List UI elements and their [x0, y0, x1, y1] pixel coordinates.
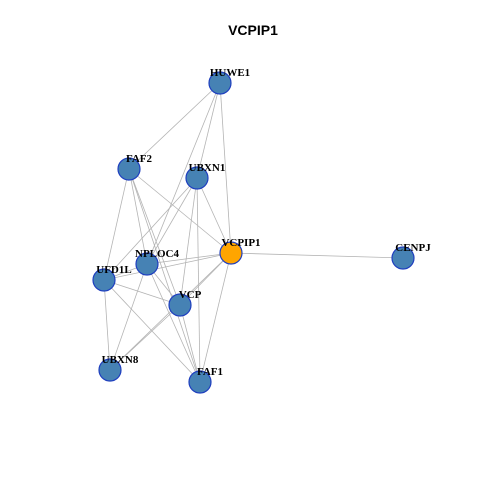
edge-faf2-faf1 — [128, 168, 201, 383]
node-label-cenpj: CENPJ — [395, 242, 431, 254]
node-label-faf1: FAF1 — [197, 366, 223, 378]
node-label-vcp: VCP — [179, 289, 202, 301]
edge-huwe1-nploc4 — [146, 82, 221, 265]
graph-title: VCPIP1 — [228, 22, 278, 38]
edge-vcpip1-faf1 — [199, 252, 232, 383]
node-huwe1[interactable] — [208, 71, 232, 95]
edge-faf2-vcp — [128, 168, 181, 306]
edge-ubxn1-vcp — [179, 177, 198, 306]
node-ufd1l[interactable] — [92, 268, 116, 292]
node-label-ubxn8: UBXN8 — [102, 354, 139, 366]
node-label-ufd1l: UFD1L — [96, 264, 131, 276]
node-label-huwe1: HUWE1 — [210, 67, 250, 79]
node-vcpip1[interactable] — [219, 241, 243, 265]
edge-vcpip1-cenpj — [230, 252, 404, 259]
node-label-vcpip1: VCPIP1 — [221, 237, 260, 249]
edge-vcpip1-ufd1l — [103, 252, 232, 281]
edge-vcp-faf1 — [179, 304, 201, 383]
node-faf2[interactable] — [117, 157, 141, 181]
edge-vcpip1-nploc4 — [146, 252, 232, 265]
node-label-ubxn1: UBXN1 — [189, 162, 226, 174]
node-layer — [92, 71, 415, 394]
edge-faf2-ufd1l — [103, 168, 130, 281]
edge-vcp-ubxn8 — [109, 304, 181, 371]
edge-ubxn1-nploc4 — [146, 177, 198, 265]
edge-faf2-nploc4 — [128, 168, 148, 265]
node-cenpj[interactable] — [391, 246, 415, 270]
node-faf1[interactable] — [188, 370, 212, 394]
node-vcp[interactable] — [168, 293, 192, 317]
node-ubxn1[interactable] — [185, 166, 209, 190]
node-label-faf2: FAF2 — [126, 153, 153, 165]
edge-layer — [103, 82, 404, 383]
edge-nploc4-faf1 — [146, 263, 201, 383]
edge-ufd1l-ubxn8 — [103, 279, 111, 371]
node-label-nploc4: NPLOC4 — [135, 248, 180, 260]
node-nploc4[interactable] — [135, 252, 159, 276]
edge-faf2-vcpip1 — [128, 168, 232, 254]
edge-huwe1-vcpip1 — [219, 82, 232, 254]
edge-ubxn1-faf1 — [196, 177, 201, 383]
edge-huwe1-faf2 — [128, 82, 221, 170]
edge-huwe1-ubxn1 — [196, 82, 221, 179]
edge-ubxn1-ufd1l — [103, 177, 198, 281]
edge-nploc4-ubxn8 — [109, 263, 148, 371]
edge-ufd1l-vcp — [103, 279, 181, 306]
edge-ubxn1-vcpip1 — [196, 177, 232, 254]
node-ubxn8[interactable] — [98, 358, 122, 382]
